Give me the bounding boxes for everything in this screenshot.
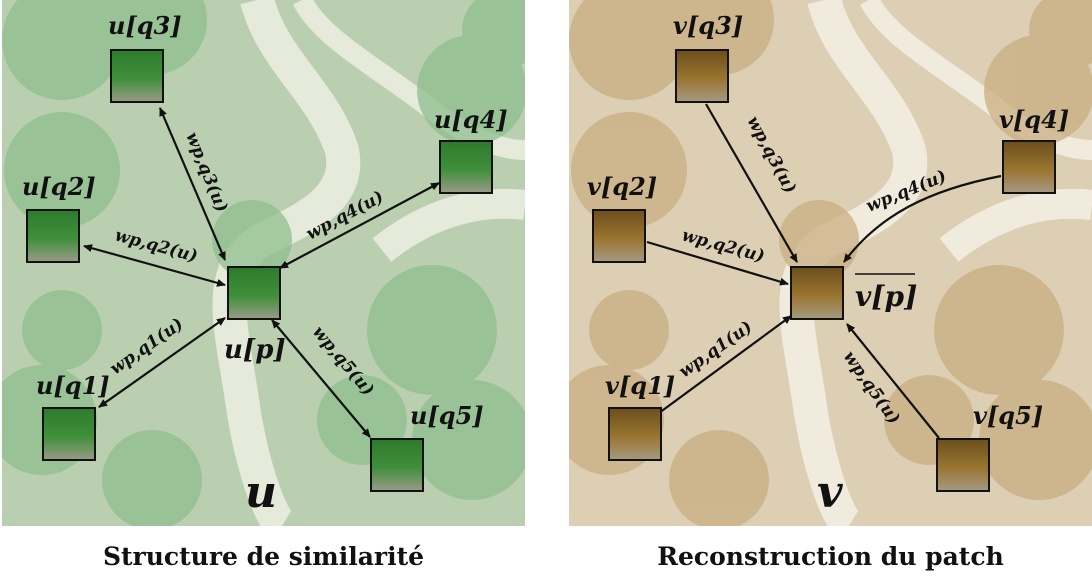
edge-q5 xyxy=(271,319,371,438)
similarity-structure-panel: u[q3] u[q4] u[q2] u[q1] u[q5] u[p] wp,q3… xyxy=(2,0,525,526)
patch-q2 xyxy=(26,209,80,263)
patch-q4 xyxy=(439,140,493,194)
patch-q2 xyxy=(592,209,646,263)
label-q5: u[q5] xyxy=(410,401,484,430)
edge-q4 xyxy=(279,182,440,269)
patches xyxy=(26,49,493,492)
edge-q2 xyxy=(646,240,789,286)
reconstruction-diagram: v[q3] v[q4] v[q2] v[q1] v[q5] v[p] wp,q3… xyxy=(569,0,1092,526)
label-q3: u[q3] xyxy=(108,11,182,40)
edge-q1 xyxy=(98,317,226,408)
patch-q3 xyxy=(110,49,164,103)
patch-p xyxy=(227,266,281,320)
edge-q4 xyxy=(843,174,1002,263)
patch-q4 xyxy=(1002,140,1056,194)
patches xyxy=(592,49,1056,492)
edge-q3 xyxy=(705,103,798,263)
patch-q5 xyxy=(936,438,990,492)
label-p: v[p] xyxy=(855,280,917,313)
label-q1: u[q1] xyxy=(36,371,110,400)
patch-p xyxy=(790,266,844,320)
label-q1: v[q1] xyxy=(605,371,675,400)
caption-patch-reconstruction: Reconstruction du patch xyxy=(657,542,1004,571)
patch-q3 xyxy=(675,49,729,103)
caption-similarity-structure: Structure de similarité xyxy=(102,542,425,571)
reconstruction-edges xyxy=(646,103,1002,439)
road-branch xyxy=(939,188,1092,262)
patch-q1 xyxy=(608,407,662,461)
label-q4: u[q4] xyxy=(434,105,508,134)
label-q4: v[q4] xyxy=(999,105,1069,134)
tree-cluster xyxy=(569,0,1092,526)
edge-q5 xyxy=(846,323,940,439)
similarity-edges xyxy=(83,107,440,438)
label-q3: v[q3] xyxy=(673,11,743,40)
image-label-u: u xyxy=(245,467,277,518)
patch-q1 xyxy=(42,407,96,461)
edge-q1 xyxy=(658,315,792,414)
label-q5: v[q5] xyxy=(973,401,1043,430)
image-label-v: v xyxy=(817,467,843,518)
edge-q2 xyxy=(83,244,226,287)
patch-q5 xyxy=(370,438,424,492)
patch-reconstruction-panel: v[q3] v[q4] v[q2] v[q1] v[q5] v[p] wp,q3… xyxy=(569,0,1092,526)
label-q2: v[q2] xyxy=(587,172,657,201)
label-p: u[p] xyxy=(224,335,286,365)
label-q2: u[q2] xyxy=(22,172,96,201)
edge-q3 xyxy=(158,107,227,261)
similarity-diagram: u[q3] u[q4] u[q2] u[q1] u[q5] u[p] wp,q3… xyxy=(2,0,525,526)
